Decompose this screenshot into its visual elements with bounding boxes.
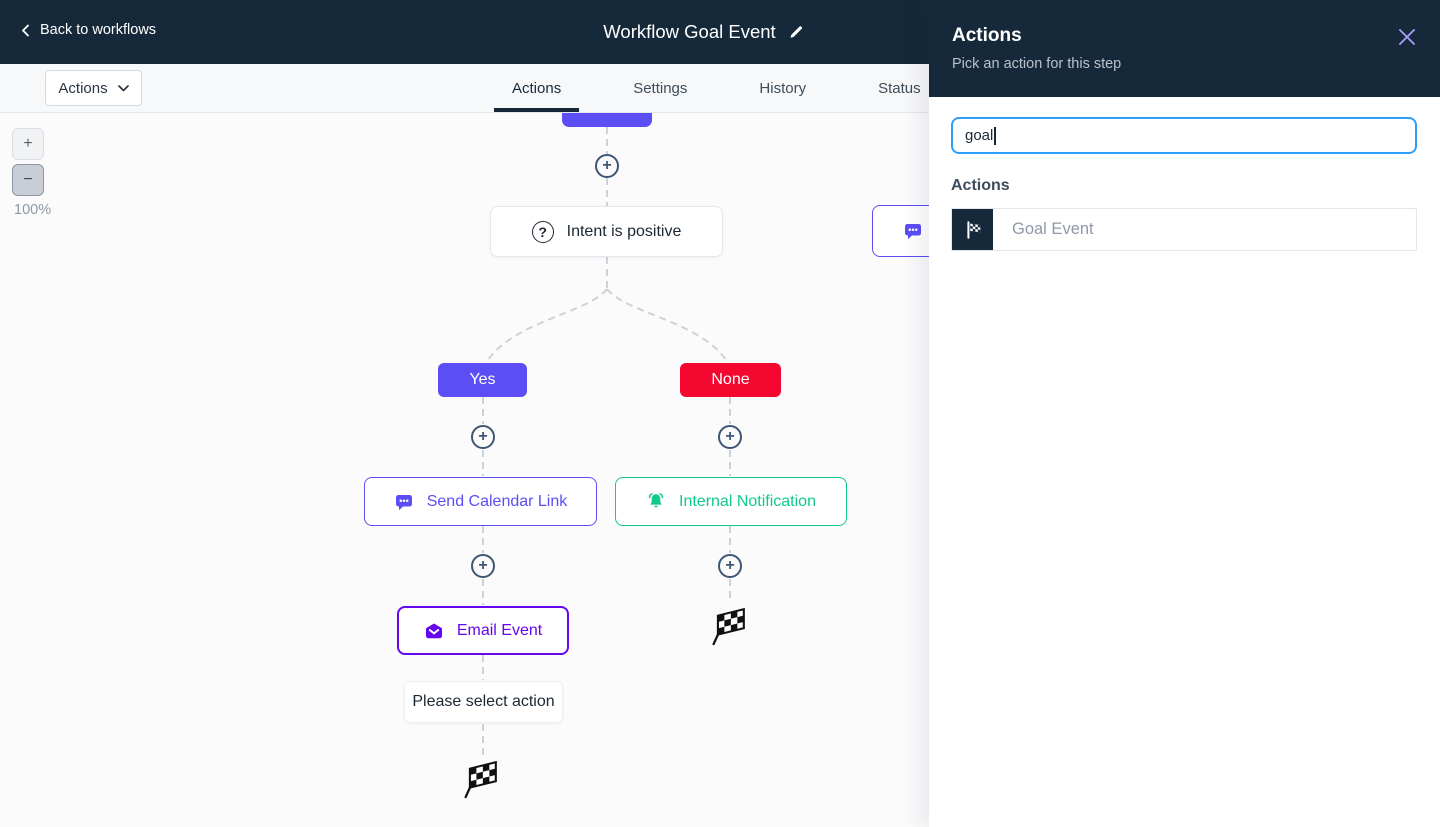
- condition-label: Intent is positive: [566, 222, 682, 240]
- action-item-label: Goal Event: [1012, 220, 1094, 238]
- tab-actions[interactable]: Actions: [493, 79, 580, 112]
- text-caret: [994, 126, 996, 145]
- close-icon[interactable]: [1398, 28, 1416, 46]
- add-step-button[interactable]: +: [718, 554, 742, 578]
- search-input-value: goal: [965, 127, 994, 144]
- envelope-icon: [424, 621, 444, 641]
- node-label: Internal Notification: [679, 492, 816, 510]
- add-step-button[interactable]: +: [471, 554, 495, 578]
- actions-dropdown-button[interactable]: Actions: [45, 70, 142, 106]
- panel-subtitle: Pick an action for this step: [952, 56, 1122, 72]
- panel-title: Actions: [952, 25, 1022, 46]
- add-step-button[interactable]: +: [718, 425, 742, 449]
- goal-flag-icon: [711, 604, 749, 653]
- please-select-action-box: Please select action: [404, 681, 563, 723]
- tab-settings[interactable]: Settings: [633, 79, 688, 97]
- chevron-left-icon: [20, 24, 31, 37]
- tab-status[interactable]: Status: [878, 79, 921, 97]
- chevron-down-icon: [117, 84, 129, 92]
- actions-dropdown-label: Actions: [58, 79, 108, 97]
- tab-bar: Actions Settings History Status: [493, 64, 921, 112]
- edit-pencil-icon[interactable]: [789, 24, 805, 40]
- zoom-controls: + − 100%: [12, 128, 51, 218]
- question-mark-icon: ?: [531, 220, 554, 243]
- zoom-in-button[interactable]: +: [12, 128, 44, 160]
- connector-lines: [482, 127, 731, 756]
- actions-panel: Actions Pick an action for this step goa…: [929, 0, 1440, 827]
- node-intent-condition[interactable]: ? Intent is positive: [490, 206, 723, 257]
- workflow-title-wrap: Workflow Goal Event: [603, 21, 804, 43]
- bell-icon: [646, 492, 666, 512]
- action-item-goal-event[interactable]: Goal Event: [951, 208, 1417, 251]
- workflow-title: Workflow Goal Event: [603, 21, 776, 42]
- back-to-workflows-link[interactable]: Back to workflows: [20, 22, 156, 38]
- node-branch-top[interactable]: [562, 113, 652, 127]
- node-label: Email Event: [456, 621, 543, 639]
- add-step-button[interactable]: +: [595, 154, 619, 178]
- branch-label-none[interactable]: None: [680, 363, 781, 397]
- node-email-event[interactable]: Email Event: [397, 606, 569, 655]
- goal-flag-icon: [463, 757, 501, 806]
- actions-panel-body: goal Actions Goal Event: [929, 97, 1440, 251]
- actions-section-label: Actions: [951, 177, 1010, 194]
- node-internal-notification[interactable]: Internal Notification: [615, 477, 847, 526]
- chat-bubble-icon: [903, 221, 923, 241]
- back-label: Back to workflows: [40, 22, 157, 38]
- add-step-button[interactable]: +: [471, 425, 495, 449]
- zoom-level: 100%: [14, 202, 52, 218]
- actions-panel-header: Actions Pick an action for this step: [929, 0, 1440, 97]
- node-send-calendar-link[interactable]: Send Calendar Link: [364, 477, 597, 526]
- chat-bubble-icon: [394, 492, 414, 512]
- node-label: Send Calendar Link: [426, 492, 568, 510]
- branch-label-yes[interactable]: Yes: [438, 363, 527, 397]
- tab-history[interactable]: History: [759, 79, 807, 97]
- action-search-input[interactable]: goal: [951, 117, 1417, 154]
- zoom-out-button[interactable]: −: [12, 164, 44, 196]
- checkered-flag-icon: [952, 209, 993, 250]
